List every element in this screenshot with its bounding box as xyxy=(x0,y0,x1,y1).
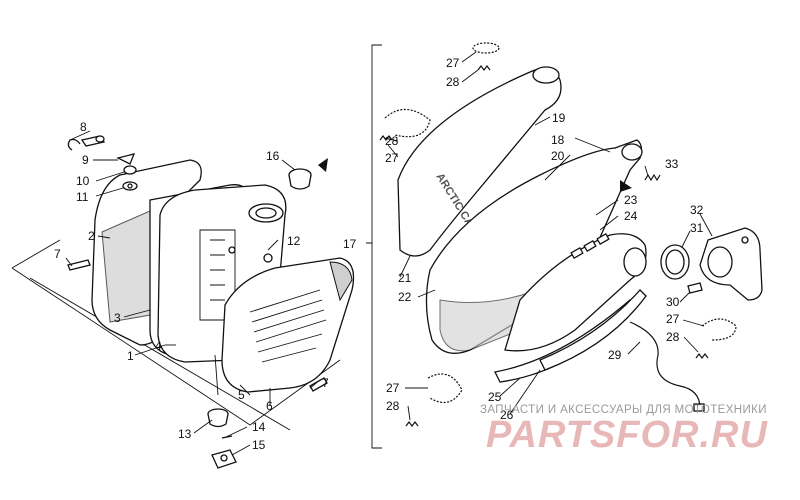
callout-25: 25 xyxy=(488,390,502,404)
callout-13: 13 xyxy=(178,427,192,441)
callout-2: 2 xyxy=(88,229,95,243)
callout-20: 20 xyxy=(551,149,565,163)
callout-32: 32 xyxy=(690,203,704,217)
callout-5: 5 xyxy=(238,388,245,402)
sensor-wire xyxy=(629,321,701,409)
callout-3: 3 xyxy=(114,311,121,325)
callout-8: 8 xyxy=(80,120,87,134)
exhaust-pipe-assembly: ARCTIC CAT xyxy=(379,42,763,427)
callout-labels-left: 8 9 10 11 2 7 3 4 1 12 16 5 6 7 13 14 15 xyxy=(54,120,329,452)
callout-15: 15 xyxy=(252,438,266,452)
tail-cone xyxy=(397,67,562,257)
bolt-7-left xyxy=(67,259,91,271)
callout-31: 31 xyxy=(690,221,704,235)
group-bracket-17 xyxy=(366,44,382,449)
callout-22: 22 xyxy=(398,290,412,304)
callout-30: 30 xyxy=(666,295,680,309)
callout-18: 18 xyxy=(551,133,565,147)
callout-28-upper-left: 28 xyxy=(385,134,399,148)
callout-9: 9 xyxy=(82,153,89,167)
heat-shield-strap-26 xyxy=(539,289,647,371)
callout-12: 12 xyxy=(287,234,301,248)
callout-14: 14 xyxy=(252,420,266,434)
muffler-assembly xyxy=(11,135,355,469)
callout-23: 23 xyxy=(624,193,638,207)
callout-11: 11 xyxy=(76,190,89,204)
callout-19: 19 xyxy=(552,111,566,125)
leader-lines-left xyxy=(65,130,321,456)
leader-lines-right xyxy=(383,51,713,421)
heat-shield-front xyxy=(221,257,355,393)
drain-hardware xyxy=(207,354,237,469)
callout-17: 17 xyxy=(343,237,357,251)
callout-26: 26 xyxy=(500,408,514,422)
callout-33: 33 xyxy=(665,157,679,171)
callout-27-lower-right: 27 xyxy=(666,312,680,326)
shield-louvers xyxy=(249,289,327,363)
callout-6: 6 xyxy=(266,399,273,413)
spring-33 xyxy=(644,173,661,182)
callout-27-upper-left: 27 xyxy=(385,151,399,165)
callout-29: 29 xyxy=(608,348,622,362)
callout-24: 24 xyxy=(624,209,638,223)
callout-1: 1 xyxy=(127,349,134,363)
direction-arrow-16 xyxy=(318,158,328,172)
callout-7-right: 7 xyxy=(322,376,329,390)
callout-21: 21 xyxy=(398,271,412,285)
watermark-caption: ЗАПЧАСТИ И АКСЕССУАРЫ ДЛЯ МОТОТЕХНИКИ xyxy=(480,404,767,416)
clamp-spring-pairs xyxy=(379,42,737,427)
callout-28-top: 28 xyxy=(446,75,460,89)
spring-pin-hardware xyxy=(67,135,138,191)
watermark-logo: PARTSFOR.RU xyxy=(486,414,768,456)
callout-7-left: 7 xyxy=(54,247,61,261)
callout-28-lower-left: 28 xyxy=(386,399,400,413)
callout-28-lower-right: 28 xyxy=(666,330,680,344)
bolt-30 xyxy=(687,282,703,294)
direction-arrow-18 xyxy=(620,180,632,192)
callout-labels-right: 27 28 28 27 19 18 20 33 23 24 32 31 21 2… xyxy=(385,56,704,422)
callout-16: 16 xyxy=(266,149,280,163)
callout-4: 4 xyxy=(155,339,162,353)
callout-10: 10 xyxy=(76,174,90,188)
callout-27-lower-left: 27 xyxy=(386,381,400,395)
callout-27-top: 27 xyxy=(446,56,460,70)
